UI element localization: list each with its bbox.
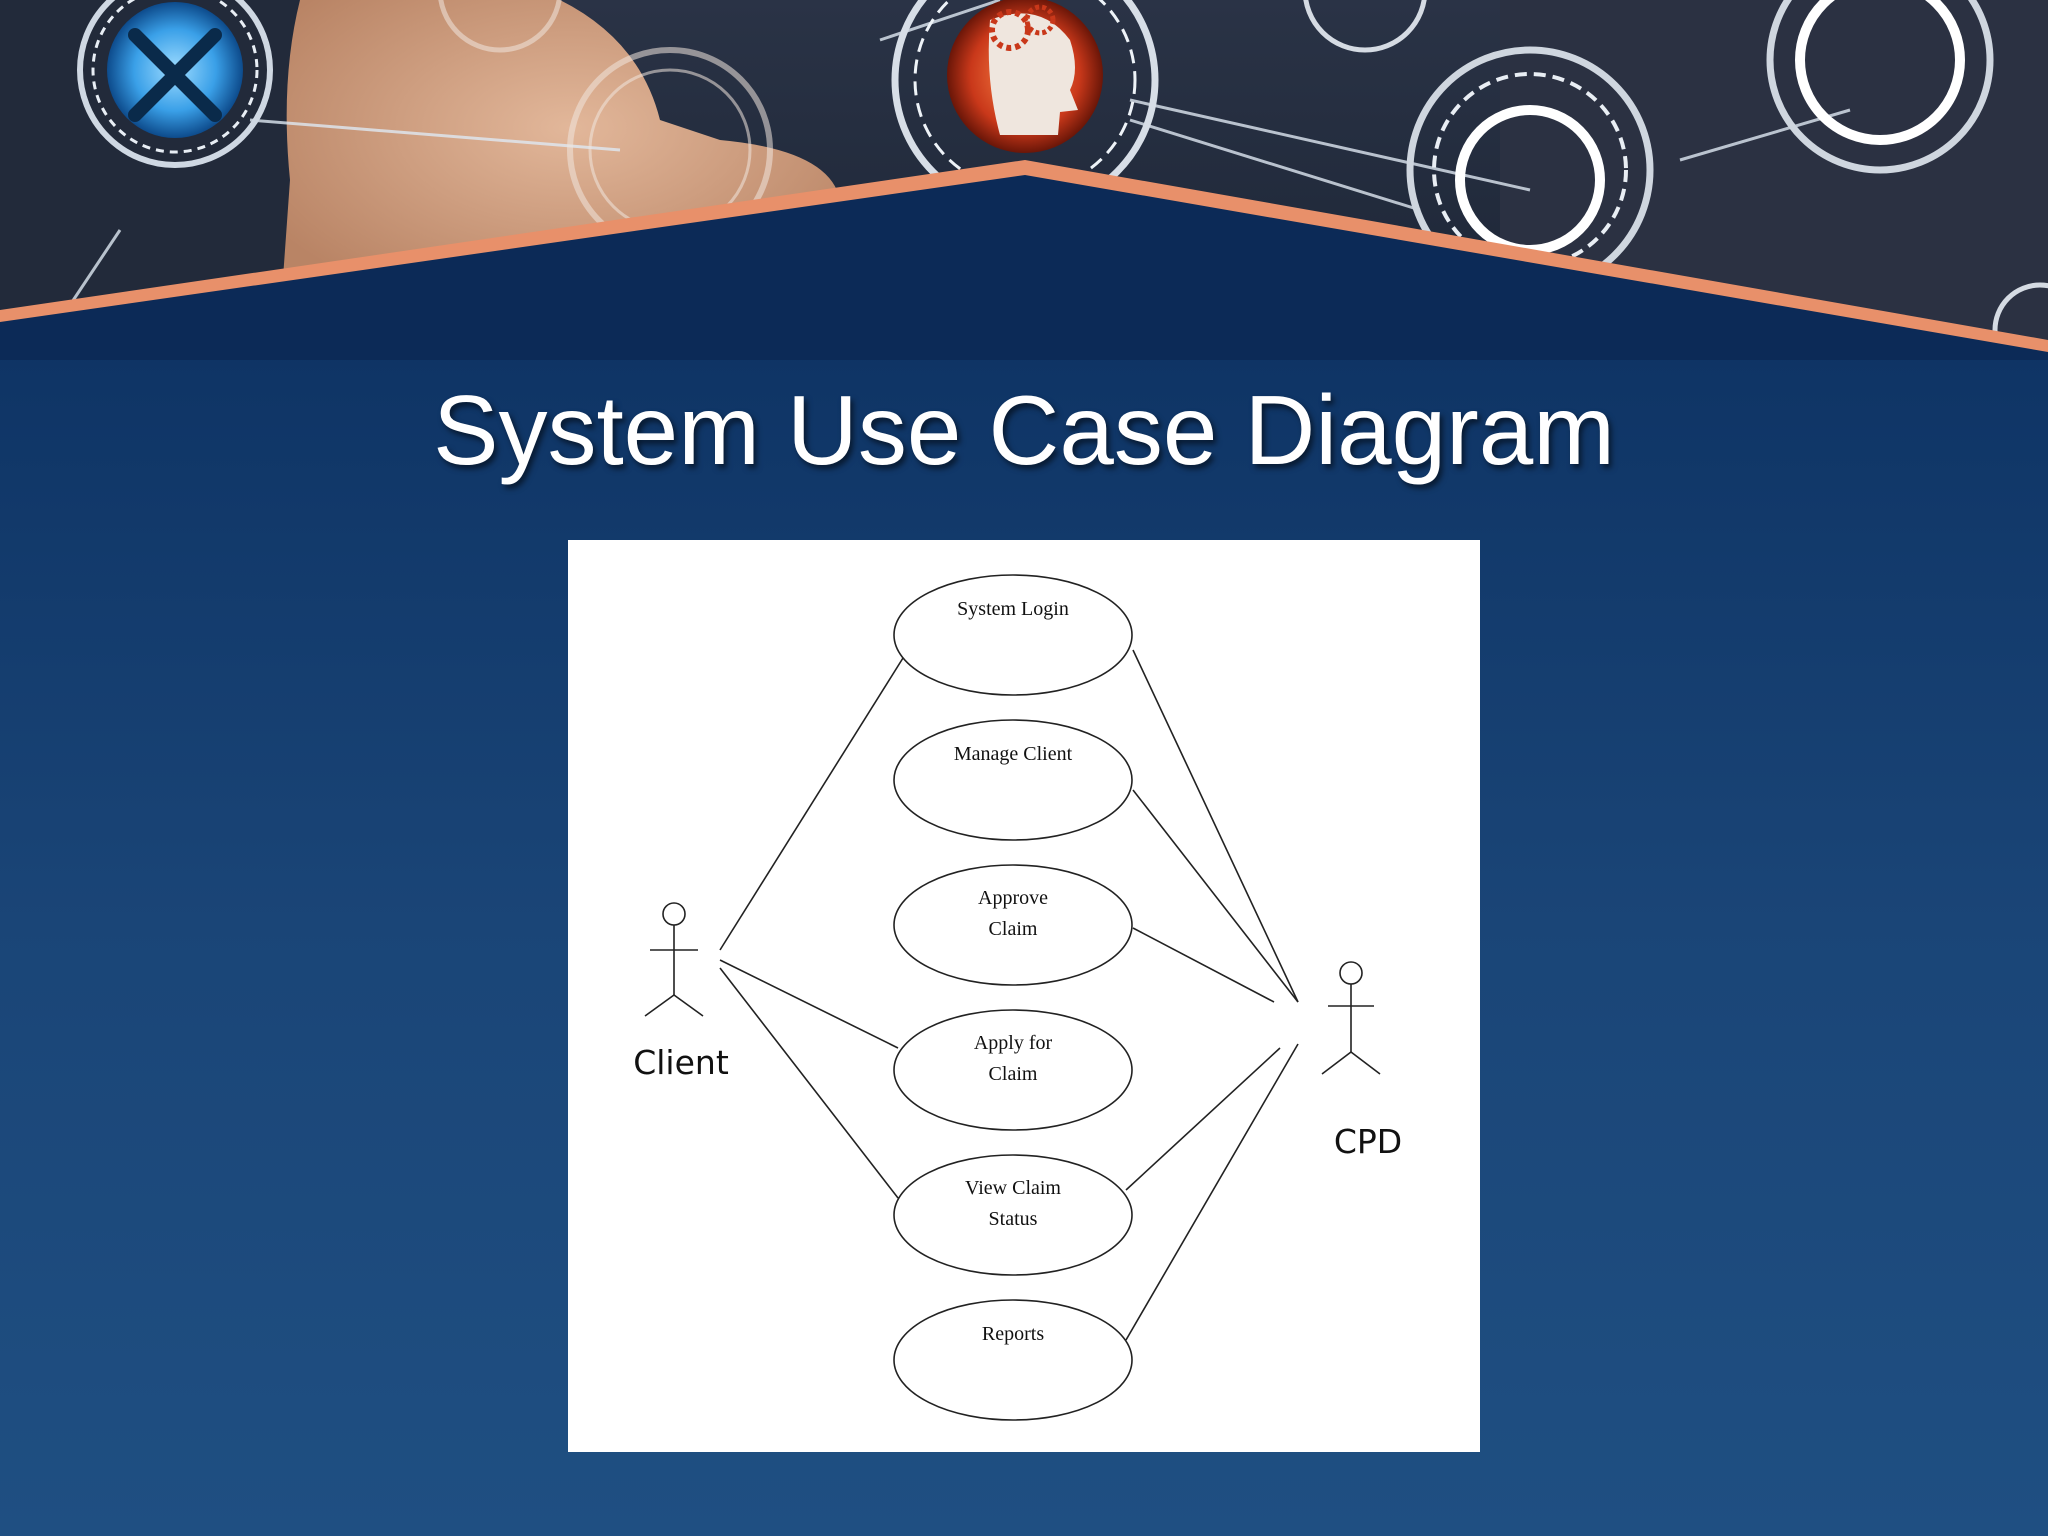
association-cpd-system-login [1132, 649, 1299, 1003]
association-cpd-reports [1125, 1043, 1299, 1341]
association-cpd-approve-claim [1132, 927, 1275, 1003]
slide-title: System Use Case Diagram [433, 375, 1615, 485]
association-lines [719, 649, 1299, 1341]
use-case-view-claim-status: View Claim Status [893, 1154, 1133, 1276]
actor-client: Client [633, 902, 729, 1082]
stick-figure-icon [1321, 961, 1381, 1075]
use-case-approve-claim: Approve Claim [893, 864, 1133, 986]
network-node-icon [1303, 0, 2048, 360]
use-case-diagram: System Login Manage Client Approve Claim… [568, 540, 1480, 1452]
use-case-label: System Login [957, 598, 1069, 620]
association-client-system-login [719, 657, 904, 951]
use-case-label: Claim [989, 1063, 1038, 1085]
use-case-system-login: System Login [893, 574, 1133, 696]
stick-figure-icon [644, 902, 704, 1017]
actor-cpd: CPD [1321, 961, 1402, 1161]
use-case-label: Manage Client [954, 743, 1073, 765]
use-case-manage-client: Manage Client [893, 719, 1133, 841]
use-case-label: Approve [978, 887, 1048, 909]
association-client-apply-for-claim [719, 959, 899, 1049]
association-cpd-view-claim-status [1125, 1047, 1281, 1191]
use-case-label: Reports [982, 1323, 1044, 1345]
use-case-label: View Claim [965, 1177, 1061, 1199]
wrench-screwdriver-icon [77, 0, 273, 168]
use-case-label: Claim [989, 918, 1038, 940]
use-case-apply-for-claim: Apply for Claim [893, 1009, 1133, 1131]
association-cpd-manage-client [1132, 789, 1299, 1003]
use-case-label: Apply for [974, 1032, 1053, 1054]
use-case-label: Status [989, 1208, 1038, 1230]
actor-label-client: Client [633, 1043, 729, 1082]
actor-label-cpd: CPD [1334, 1122, 1402, 1161]
association-client-view-claim-status [719, 967, 899, 1199]
header-banner-image [0, 0, 2048, 360]
use-case-reports: Reports [893, 1299, 1133, 1421]
